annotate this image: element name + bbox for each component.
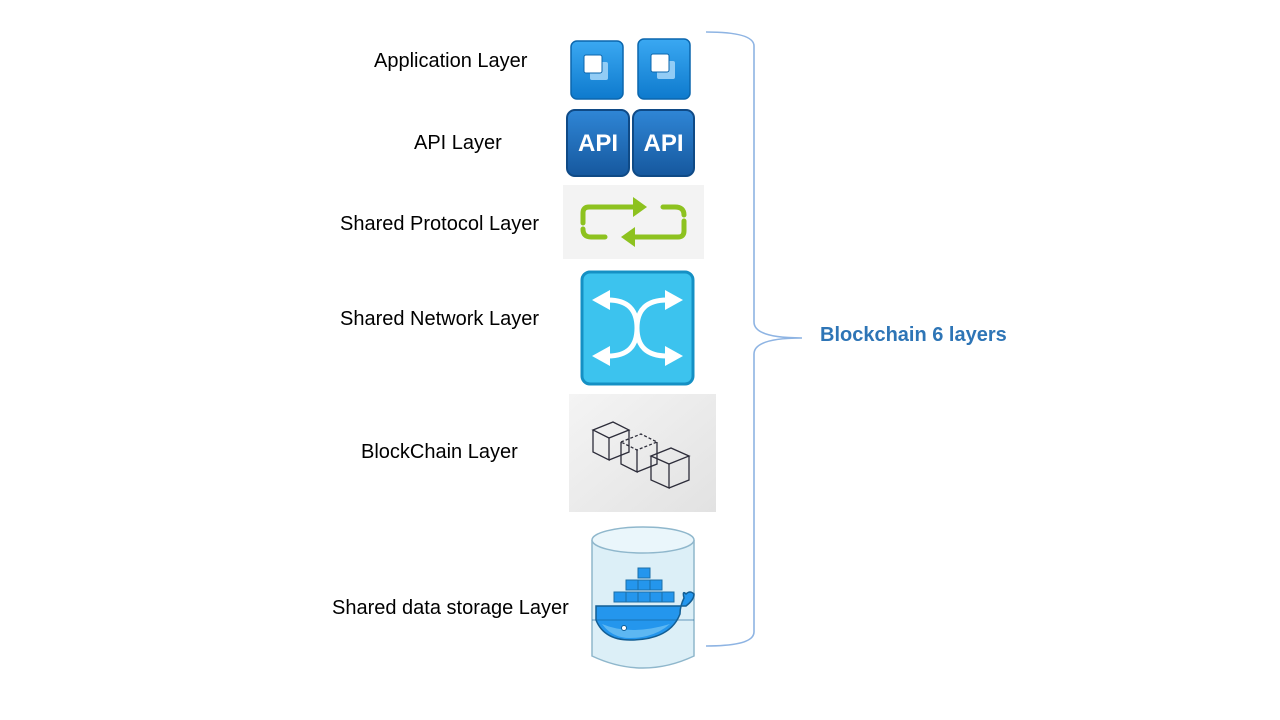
layer-label-api: API Layer: [414, 132, 502, 154]
app-window-icon: [570, 40, 624, 100]
docker-data-storage-icon: [590, 524, 696, 672]
layer-label-blockchain: BlockChain Layer: [361, 441, 518, 463]
protocol-exchange-arrows-icon: [563, 185, 704, 259]
layer-label-application: Application Layer: [374, 50, 528, 72]
group-brace: [705, 31, 803, 647]
app-window-icon: [637, 38, 691, 100]
api-icon-text: API: [643, 130, 683, 157]
network-switch-icon: [580, 270, 695, 386]
blockchain-cubes-icon: [569, 394, 716, 512]
layer-label-network: Shared Network Layer: [340, 308, 539, 330]
api-icon: API: [632, 109, 695, 177]
api-icon-text: API: [578, 130, 618, 157]
group-label: Blockchain 6 layers: [820, 324, 1007, 346]
layer-label-storage: Shared data storage Layer: [332, 597, 569, 619]
api-icon: API: [566, 109, 630, 177]
layer-label-protocol: Shared Protocol Layer: [340, 213, 540, 235]
